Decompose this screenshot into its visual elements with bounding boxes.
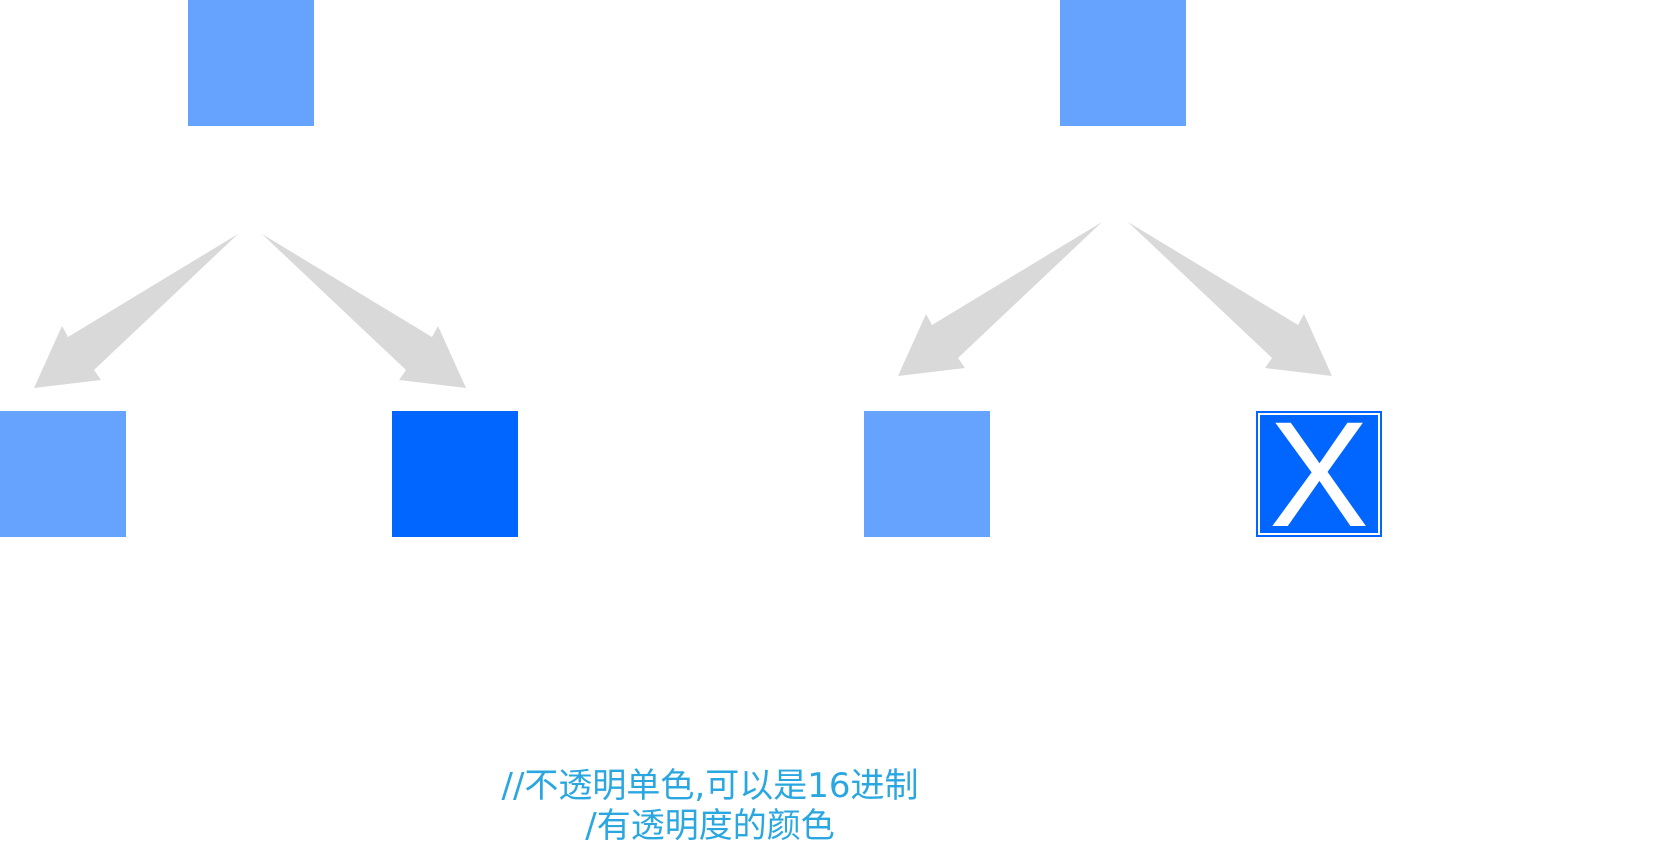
- arrow-right-tree-right: [1128, 222, 1332, 376]
- left-parent-square: [188, 0, 314, 126]
- right-parent-square: [1060, 0, 1186, 126]
- left-child-solid-square: [392, 411, 518, 537]
- caption-transparent-color: /有透明度的颜色: [585, 806, 835, 846]
- caption-opaque-color: //不透明单色,可以是16进制: [501, 766, 919, 806]
- arrow-right-tree-left: [898, 222, 1102, 376]
- invalid-x-icon: X: [1268, 390, 1370, 558]
- arrow-left-tree-left: [34, 234, 238, 388]
- left-child-light-square: [0, 411, 126, 537]
- right-child-light-square: [864, 411, 990, 537]
- arrow-left-tree-right: [262, 234, 466, 388]
- right-child-invalid-square: X: [1256, 390, 1382, 558]
